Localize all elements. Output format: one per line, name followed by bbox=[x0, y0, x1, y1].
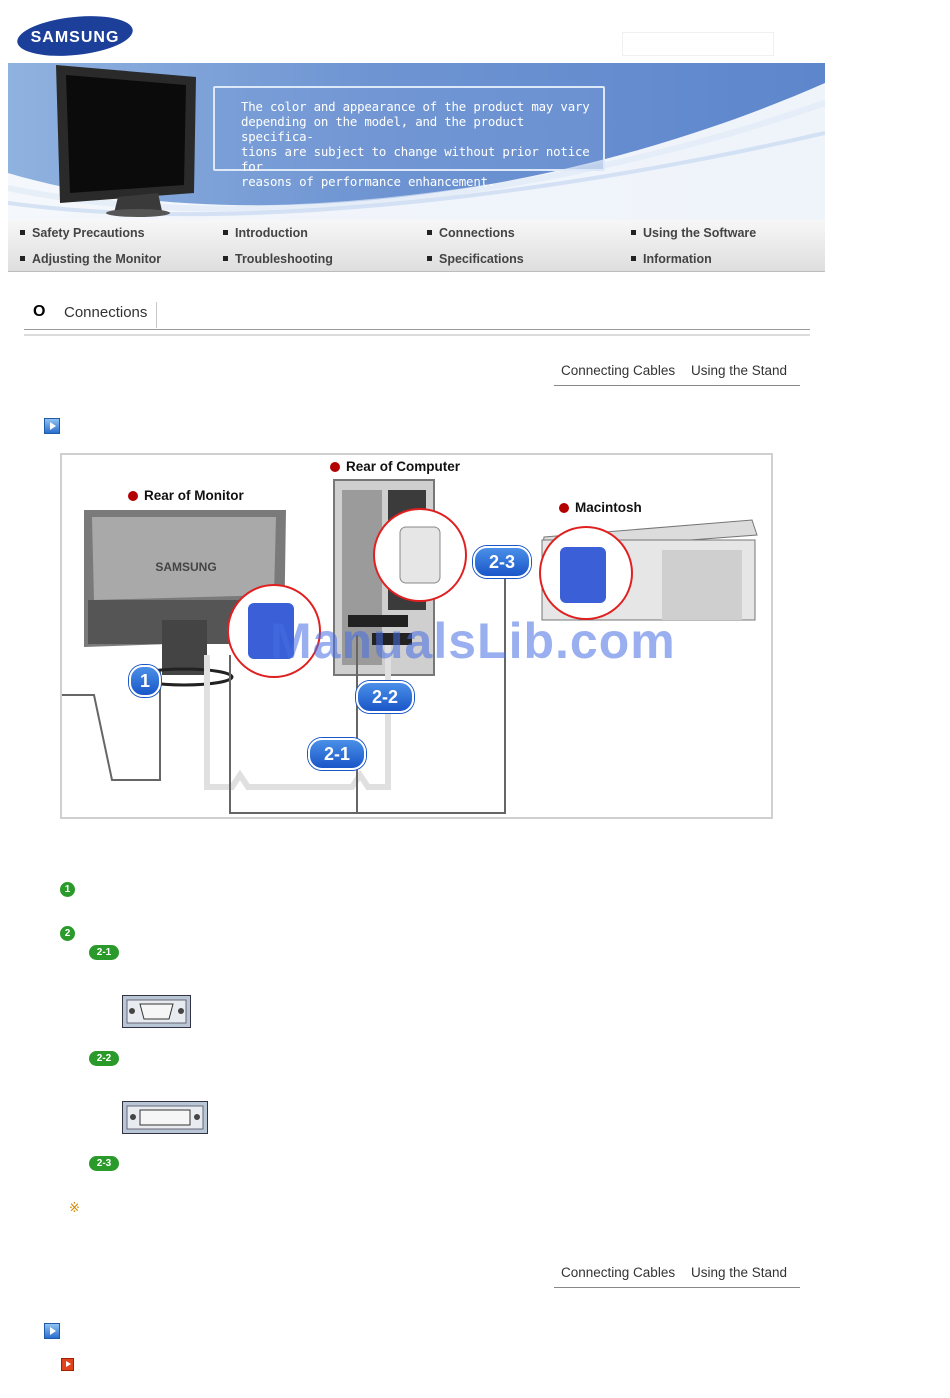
step-2-icon: 2 bbox=[60, 926, 75, 941]
link-connecting-cables[interactable]: Connecting Cables bbox=[561, 363, 676, 378]
section-arrow-icon bbox=[44, 418, 60, 434]
watermark: ManualsLib.com bbox=[270, 613, 676, 669]
sub-arrow-icon bbox=[61, 1358, 74, 1371]
label-rear-computer: Rear of Computer bbox=[330, 459, 460, 474]
badge-2-1: 2-1 bbox=[308, 738, 366, 770]
link-using-the-stand[interactable]: Using the Stand bbox=[691, 363, 788, 378]
title-divider bbox=[156, 302, 157, 328]
monitor-image bbox=[56, 65, 196, 217]
subnav-top: Connecting Cables Using the Stand bbox=[554, 355, 800, 386]
step-2-2-icon: 2-2 bbox=[89, 1051, 119, 1066]
dvi-port-icon bbox=[122, 1101, 208, 1134]
logo-text: SAMSUNG bbox=[31, 29, 120, 46]
nav-using-the-software[interactable]: Using the Software bbox=[631, 226, 756, 240]
title-underline bbox=[24, 329, 810, 336]
subnav-bottom: Connecting Cables Using the Stand bbox=[554, 1257, 800, 1288]
step-1-icon: 1 bbox=[60, 882, 75, 897]
section-arrow-icon-2 bbox=[44, 1323, 60, 1339]
step-2-1-icon: 2-1 bbox=[89, 945, 119, 960]
nav-connections[interactable]: Connections bbox=[427, 226, 515, 240]
badge-2-3: 2-3 bbox=[473, 546, 531, 578]
notice-line: reasons of performance enhancement. bbox=[241, 174, 496, 189]
samsung-logo[interactable]: SAMSUNG bbox=[16, 14, 134, 58]
nav-introduction[interactable]: Introduction bbox=[223, 226, 308, 240]
link-connecting-cables-bottom[interactable]: Connecting Cables bbox=[561, 1265, 676, 1280]
label-rear-monitor: Rear of Monitor bbox=[128, 488, 244, 503]
label-macintosh: Macintosh bbox=[559, 500, 642, 515]
link-using-the-stand-bottom[interactable]: Using the Stand bbox=[691, 1265, 788, 1280]
step-2-3-icon: 2-3 bbox=[89, 1156, 119, 1171]
nav-safety-precautions[interactable]: Safety Precautions bbox=[20, 226, 145, 240]
nav-specifications[interactable]: Specifications bbox=[427, 252, 524, 266]
notice-line: The color and appearance of the product … bbox=[241, 99, 590, 114]
banner bbox=[8, 63, 825, 220]
nav-troubleshooting[interactable]: Troubleshooting bbox=[223, 252, 333, 266]
dsub-port-icon bbox=[122, 995, 191, 1028]
notice-line: depending on the model, and the product … bbox=[241, 114, 525, 144]
badge-1: 1 bbox=[129, 665, 161, 697]
notice-line: tions are subject to change without prio… bbox=[241, 144, 590, 174]
note-icon: ※ bbox=[69, 1200, 80, 1215]
page-title: Connections bbox=[64, 304, 148, 321]
connection-diagram: SAMSUNG Rear of Monitor Rear of Computer… bbox=[60, 453, 773, 819]
notice-box: The color and appearance of the product … bbox=[213, 86, 605, 189]
diagram-graphic: SAMSUNG bbox=[62, 479, 758, 814]
badge-2-2: 2-2 bbox=[356, 681, 414, 713]
section-bullet: O bbox=[33, 303, 46, 320]
nav-adjusting-the-monitor[interactable]: Adjusting the Monitor bbox=[20, 252, 161, 266]
nav-information[interactable]: Information bbox=[631, 252, 712, 266]
banner-graphic bbox=[8, 65, 825, 220]
main-nav: Safety Precautions Introduction Connecti… bbox=[8, 220, 825, 272]
monitor-brand-text: SAMSUNG bbox=[155, 560, 216, 574]
search-box[interactable] bbox=[622, 32, 774, 56]
